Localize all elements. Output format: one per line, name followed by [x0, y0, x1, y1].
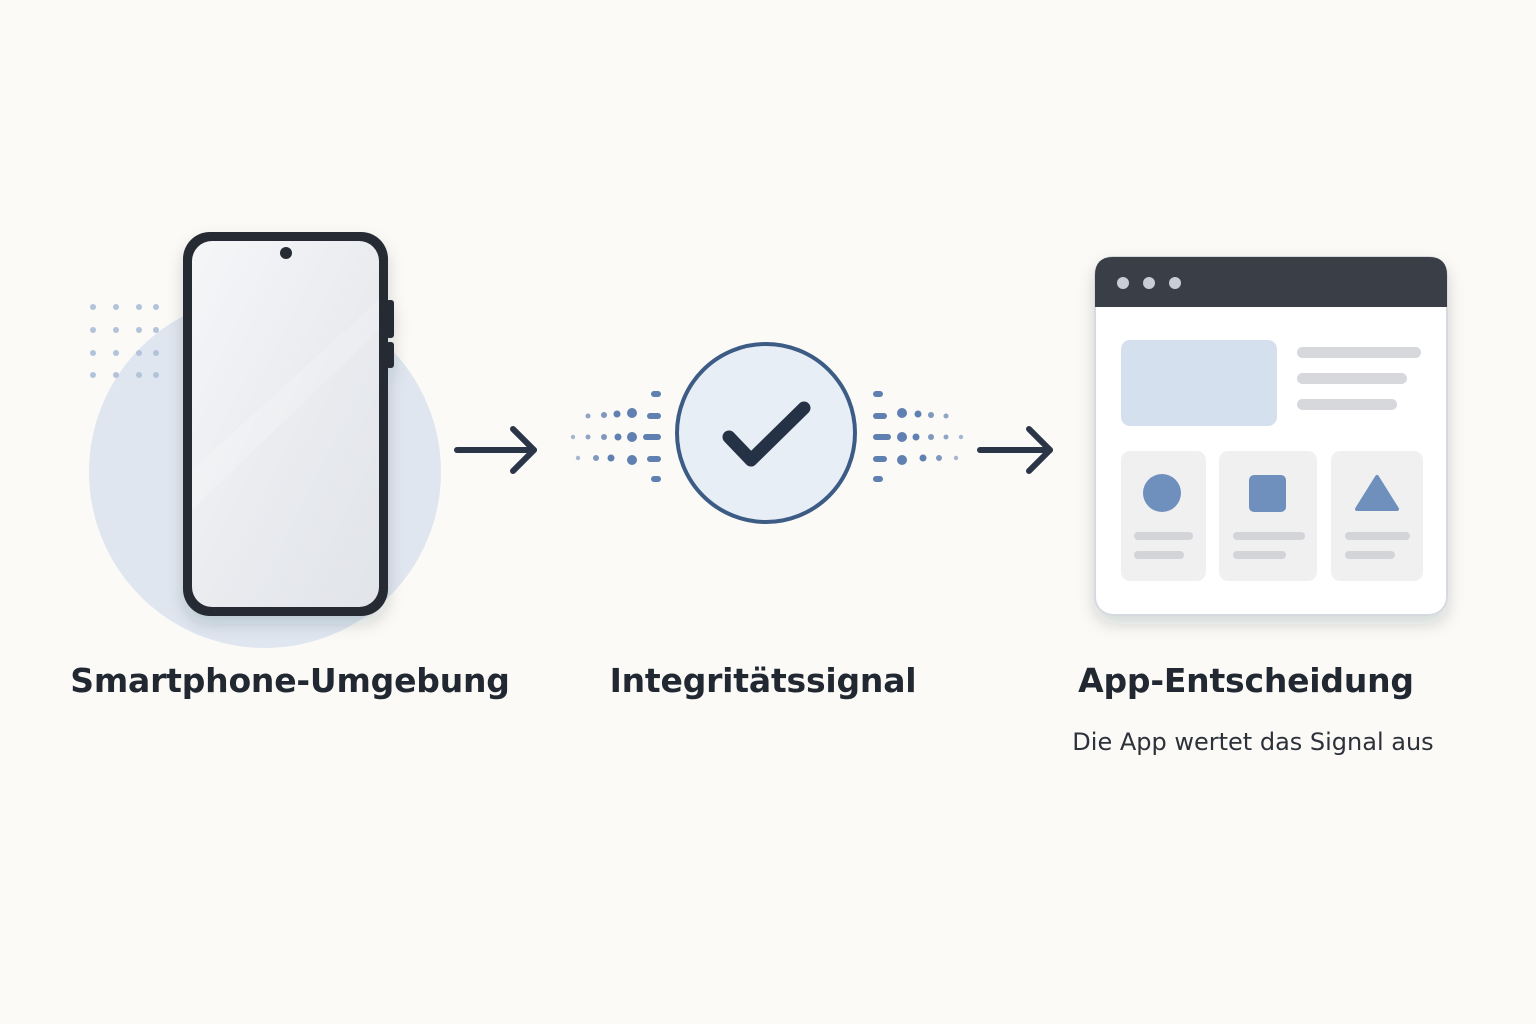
- checkmark-badge: [675, 342, 857, 524]
- step-subtitle-app: Die App wertet das Signal aus: [1072, 728, 1434, 756]
- step-title-app: App-Entscheidung: [1078, 661, 1414, 700]
- dot-grid-decoration: [90, 304, 159, 378]
- app-window-icon: [1094, 256, 1448, 616]
- window-title-bar: [1095, 257, 1447, 307]
- signal-waves-right: [873, 391, 964, 482]
- window-dot-icon: [1117, 277, 1129, 289]
- content-card: [1121, 451, 1206, 581]
- square-icon: [1249, 475, 1286, 512]
- content-card: [1331, 451, 1423, 581]
- step-title-smartphone: Smartphone-Umgebung: [70, 661, 510, 700]
- checkmark-icon: [722, 401, 811, 467]
- text-line-placeholder: [1297, 347, 1421, 358]
- smartphone-icon: [183, 232, 394, 616]
- smartphone-group: [89, 232, 441, 648]
- content-card: [1219, 451, 1317, 581]
- window-dot-icon: [1143, 277, 1155, 289]
- signal-waves-left: [570, 391, 661, 482]
- window-dot-icon: [1169, 277, 1181, 289]
- arrow-right-icon: [977, 426, 1053, 474]
- circle-icon: [1143, 474, 1181, 512]
- text-line-placeholder: [1297, 399, 1397, 410]
- text-line-placeholder: [1297, 373, 1407, 384]
- triangle-icon: [1355, 475, 1399, 511]
- step-title-signal: Integritätssignal: [609, 661, 917, 700]
- hero-placeholder: [1121, 340, 1277, 426]
- signal-group: [570, 342, 964, 524]
- arrow-right-icon: [454, 426, 537, 474]
